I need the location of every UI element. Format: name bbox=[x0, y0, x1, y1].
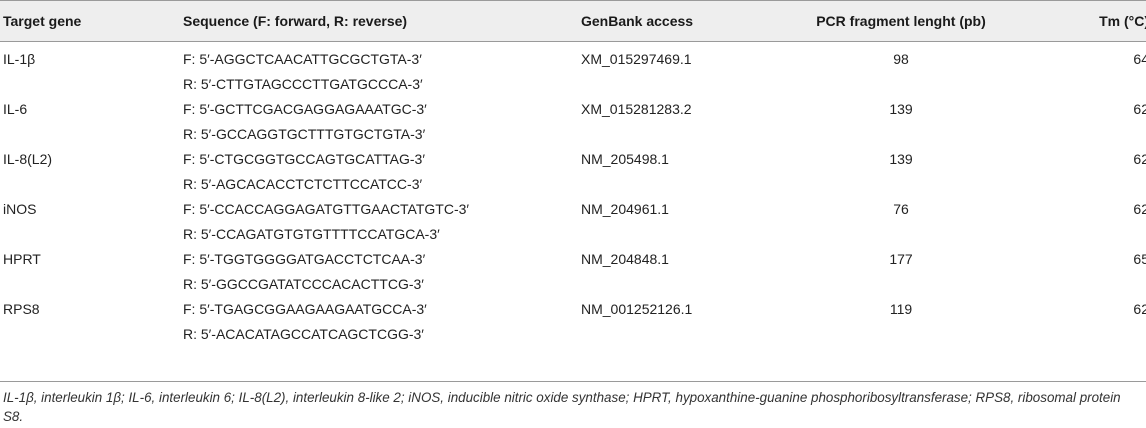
tm-cell: 65 bbox=[1133, 250, 1146, 267]
length-cell: 177 bbox=[889, 250, 913, 267]
forward-sequence-cell: F: 5′-TGAGCGGAAGAAGAATGCCA-3′ bbox=[183, 300, 427, 317]
gene-cell: HPRT bbox=[3, 250, 41, 267]
reverse-sequence-cell: R: 5′-GGCCGATATCCCACACTTCG-3′ bbox=[183, 275, 424, 292]
genbank-cell: NM_204848.1 bbox=[581, 250, 669, 267]
header-fragment-length: PCR fragment lenght (pb) bbox=[751, 0, 1051, 42]
table-row-reverse: R: 5′-CCAGATGTGTGTTTTCCATGCA-3′ bbox=[0, 221, 1146, 246]
tm-cell: 62 bbox=[1133, 200, 1146, 217]
header-target-gene: Target gene bbox=[0, 0, 183, 42]
table-row-reverse: R: 5′-ACACATAGCCATCAGCTCGG-3′ bbox=[0, 321, 1146, 352]
gene-cell: IL-6 bbox=[3, 100, 28, 117]
reverse-sequence-cell: R: 5′-AGCACACCTCTCTTCCATCC-3′ bbox=[183, 175, 423, 192]
length-cell: 139 bbox=[889, 150, 913, 167]
table-row: IL-1β F: 5′-AGGCTCAACATTGCGCTGTA-3′ XM_0… bbox=[0, 42, 1146, 72]
genbank-cell: NM_204961.1 bbox=[581, 200, 669, 217]
genbank-cell: NM_205498.1 bbox=[581, 150, 669, 167]
reverse-sequence-cell: R: 5′-GCCAGGTGCTTTGTGCTGTA-3′ bbox=[183, 125, 426, 142]
table-row: RPS8 F: 5′-TGAGCGGAAGAAGAATGCCA-3′ NM_00… bbox=[0, 296, 1146, 321]
genbank-cell: XM_015281283.2 bbox=[581, 100, 692, 117]
table-header-row: Target gene Sequence (F: forward, R: rev… bbox=[0, 0, 1146, 42]
length-cell: 139 bbox=[889, 100, 913, 117]
table-row: iNOS F: 5′-CCACCAGGAGATGTTGAACTATGTC-3′ … bbox=[0, 196, 1146, 221]
forward-sequence-cell: F: 5′-TGGTGGGGATGACCTCTCAA-3′ bbox=[183, 250, 426, 267]
table-row: IL-8(L2) F: 5′-CTGCGGTGCCAGTGCATTAG-3′ N… bbox=[0, 146, 1146, 171]
table-row: IL-6 F: 5′-GCTTCGACGAGGAGAAATGC-3′ XM_01… bbox=[0, 96, 1146, 121]
gene-cell: IL-8(L2) bbox=[3, 150, 53, 167]
table-row-reverse: R: 5′-AGCACACCTCTCTTCCATCC-3′ bbox=[0, 171, 1146, 196]
table-bottom-rule bbox=[0, 381, 1146, 382]
length-cell: 98 bbox=[893, 50, 909, 67]
forward-sequence-cell: F: 5′-AGGCTCAACATTGCGCTGTA-3′ bbox=[183, 50, 422, 67]
reverse-sequence-cell: R: 5′-CCAGATGTGTGTTTTCCATGCA-3′ bbox=[183, 225, 440, 242]
table-footnote: IL-1β, interleukin 1β; IL-6, interleukin… bbox=[3, 390, 1121, 424]
reverse-sequence-cell: R: 5′-CTTGTAGCCCTTGATGCCCA-3′ bbox=[183, 75, 423, 92]
genbank-cell: XM_015297469.1 bbox=[581, 50, 692, 67]
forward-sequence-cell: F: 5′-CCACCAGGAGATGTTGAACTATGTC-3′ bbox=[183, 200, 470, 217]
header-tm: Tm (°C) bbox=[1051, 0, 1146, 42]
header-sequence: Sequence (F: forward, R: reverse) bbox=[183, 0, 581, 42]
length-cell: 76 bbox=[893, 200, 909, 217]
table-row-reverse: R: 5′-GGCCGATATCCCACACTTCG-3′ bbox=[0, 271, 1146, 296]
tm-cell: 62 bbox=[1133, 150, 1146, 167]
table-row-reverse: R: 5′-GCCAGGTGCTTTGTGCTGTA-3′ bbox=[0, 121, 1146, 146]
gene-cell: IL-1β bbox=[3, 50, 36, 67]
table-row: HPRT F: 5′-TGGTGGGGATGACCTCTCAA-3′ NM_20… bbox=[0, 246, 1146, 271]
tm-cell: 62 bbox=[1133, 300, 1146, 317]
forward-sequence-cell: F: 5′-CTGCGGTGCCAGTGCATTAG-3′ bbox=[183, 150, 425, 167]
length-cell: 119 bbox=[889, 300, 913, 317]
tm-cell: 62 bbox=[1133, 100, 1146, 117]
tm-cell: 64 bbox=[1133, 50, 1146, 67]
gene-cell: iNOS bbox=[3, 200, 37, 217]
reverse-sequence-cell: R: 5′-ACACATAGCCATCAGCTCGG-3′ bbox=[183, 325, 424, 342]
primer-table: Target gene Sequence (F: forward, R: rev… bbox=[0, 0, 1146, 352]
genbank-cell: NM_001252126.1 bbox=[581, 300, 693, 317]
header-genbank-access: GenBank access bbox=[581, 0, 751, 42]
table-row-reverse: R: 5′-CTTGTAGCCCTTGATGCCCA-3′ bbox=[0, 71, 1146, 96]
gene-cell: RPS8 bbox=[3, 300, 40, 317]
primer-table-container: Target gene Sequence (F: forward, R: rev… bbox=[0, 0, 1146, 352]
forward-sequence-cell: F: 5′-GCTTCGACGAGGAGAAATGC-3′ bbox=[183, 100, 427, 117]
